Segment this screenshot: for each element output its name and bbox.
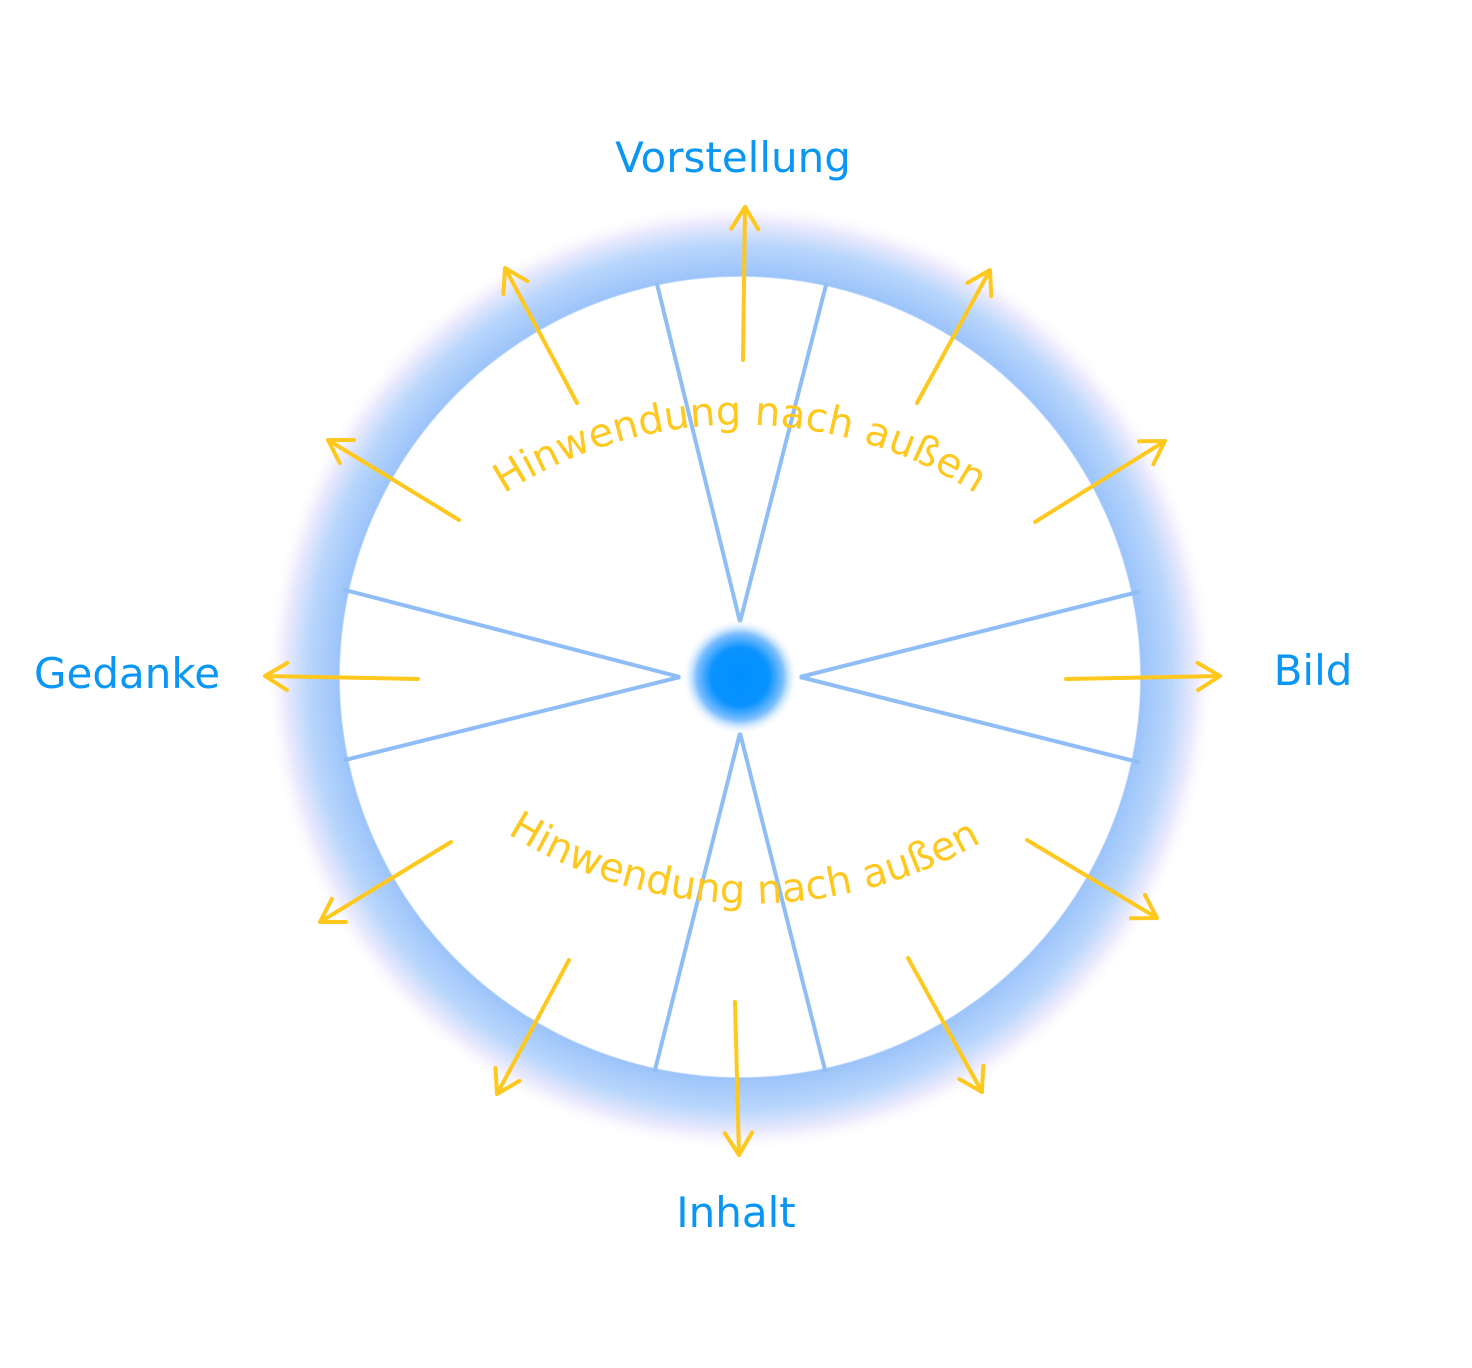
outward-arrow-icon: [906, 956, 986, 1094]
outward-arrow-icon: [729, 205, 761, 362]
outward-arrow-icon: [1033, 439, 1167, 524]
outward-arrow-icon: [915, 268, 994, 405]
outward-arrow-icon: [1025, 838, 1159, 921]
outward-arrow-icon: [501, 266, 579, 405]
pole-label-bottom: Inhalt: [676, 1188, 796, 1237]
outward-arrow-icon: [318, 840, 453, 925]
outward-arrow-icon: [326, 437, 461, 522]
spoke-wedge-right: [799, 590, 1140, 764]
pole-label-right: Bild: [1273, 646, 1353, 695]
center-dot: [682, 619, 798, 735]
outward-arrow-icon: [263, 660, 420, 693]
outward-arrow-icon: [1064, 660, 1222, 693]
spoke-wedge-left: [343, 588, 681, 762]
pole-label-left: Gedanke: [33, 649, 221, 698]
pole-label-top: Vorstellung: [615, 133, 851, 182]
outward-arrow-icon: [722, 1000, 755, 1157]
outward-arrow-icon: [493, 958, 571, 1096]
arrows: [263, 205, 1222, 1157]
